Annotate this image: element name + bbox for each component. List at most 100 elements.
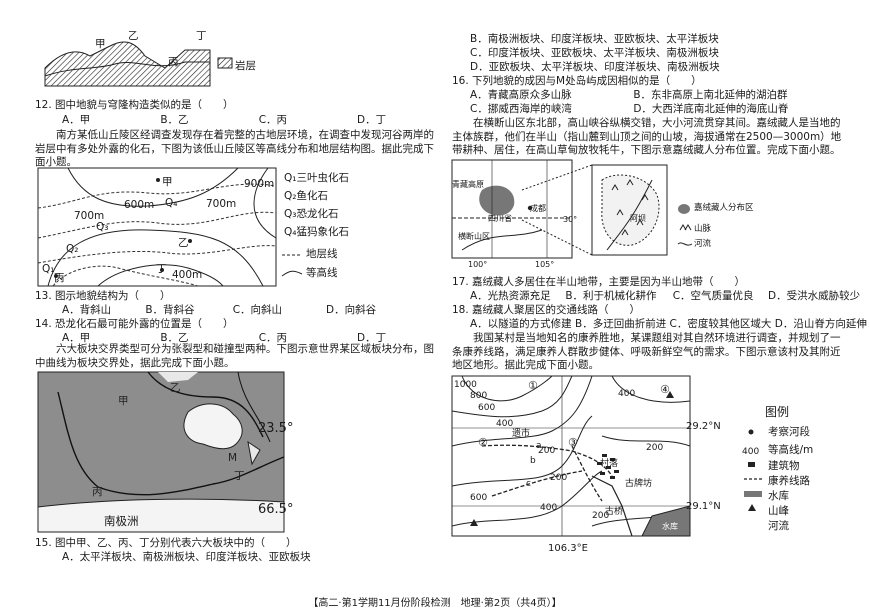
map3-legend-distribution: 嘉绒藏人分布区 (694, 203, 754, 213)
q15-stem: 15. 图中甲、乙、丙、丁分别代表六大板块中的（ ） (35, 537, 297, 549)
map4-contour-1000: 1000 (454, 380, 477, 390)
map3-legend-river: 河流 (694, 239, 712, 249)
map4-contour-400b: 400 (618, 389, 636, 399)
sketch-legend-label: 岩层 (235, 60, 256, 72)
legend4-item-river-section: 考察河段 (768, 426, 810, 438)
sketch-label-jia: 甲 (95, 38, 106, 50)
map3-legend-mountain: 山脉 (694, 224, 712, 234)
plate-map-label-yi: 乙 (170, 382, 181, 394)
q18-stem: 18. 嘉绒藏人聚居区的交通线路（ ） (452, 304, 641, 316)
q16-option-b[interactable]: B．东非高原上南北延伸的湖泊群 (633, 89, 788, 101)
map4-point-4: ④ (660, 383, 670, 396)
passage-2: 六大板块交界类型可分为张裂型和碰撞型两种。下图示意世界某区域板块分布，图中曲线为… (35, 343, 434, 369)
map1-point-q3: Q₃ (96, 221, 109, 233)
q12-option-a[interactable]: A．甲 (62, 114, 91, 126)
q14-option-c[interactable]: C．丙 (258, 332, 288, 344)
legend4-title: 图例 (765, 405, 790, 419)
map4-contour-200a: 200 (538, 446, 556, 456)
q18-options[interactable]: A．以隧道的方式修建 B．多迂回曲折前进 C．密度较其他区域大 D．沿山脊方向延… (470, 318, 867, 330)
legend4-item-contour: 等高线/m (768, 444, 814, 456)
kangyang-map (451, 375, 691, 537)
q16-option-d[interactable]: D．大西洋底南北延伸的海底山脊 (633, 103, 789, 115)
q15-option-c[interactable]: C．印度洋板块、亚欧板块、太平洋板块、南极洲板块 (470, 47, 719, 59)
plate-map-lat-66-5: 66.5° (258, 502, 294, 517)
plate-map-lat-23-5: 23.5° (258, 421, 294, 436)
map4-lat-29-2: 29.2°N (686, 421, 721, 432)
map4-contour-800: 800 (470, 391, 488, 401)
map4-contour-600: 600 (478, 403, 496, 413)
map1-legend-q3: Q₃恐龙化石 (284, 208, 339, 220)
legend4-item-route: 康养线路 (768, 475, 810, 487)
legend4-item-peak: 山峰 (768, 505, 789, 517)
q15-option-d[interactable]: D．亚欧板块、太平洋板块、印度洋板块、南极洲板块 (470, 61, 720, 73)
passage-3: 在横断山区东北部，高山峡谷纵横交错，大小河流贯穿其间。嘉绒藏人是当地的主体族群，… (452, 117, 842, 156)
map4-point-2: ② (478, 436, 488, 449)
map3-label-100: 100° (468, 260, 488, 269)
q12-option-b[interactable]: B．乙 (160, 114, 189, 126)
plate-map-antarctica: 南极洲 (104, 514, 139, 528)
page-footer: 【高二·第1学期11月份阶段检测 地理·第2页（共4页）】 (308, 598, 562, 609)
q14-option-a[interactable]: A．甲 (62, 332, 91, 344)
q14-option-d[interactable]: D．丁 (357, 332, 387, 344)
contour-line-icon (281, 270, 303, 277)
map4-label-a: a (536, 441, 542, 451)
plate-map-label-jia: 甲 (118, 395, 129, 407)
sketch-label-ding: 丁 (196, 30, 207, 42)
map4-label-yishi: 遗市 (512, 429, 531, 439)
q17-option-d[interactable]: D．受洪水威胁较少 (768, 290, 861, 302)
map1-legend-q2: Q₂鱼化石 (284, 190, 328, 202)
q16-options-1: A．青藏高原众多山脉 B．东非高原上南北延伸的湖泊群 (470, 89, 788, 102)
passage-1: 南方某低山丘陵区经调查发现存在着完整的古地层环境，在调查中发现河谷两岸的岩层中有… (35, 129, 434, 168)
q12-option-c[interactable]: C．丙 (258, 114, 288, 126)
q17-option-a[interactable]: A．光热资源充足 (470, 290, 551, 302)
map3-label-qingzang: 青藏高原 (452, 180, 484, 189)
map1-point-q2: Q₂ (66, 243, 79, 255)
q16-option-a[interactable]: A．青藏高原众多山脉 (470, 89, 572, 101)
q13-options: A．背斜山 B．背斜谷 C．向斜山 D．向斜谷 (62, 304, 376, 317)
map1-point-ding: 丁 (156, 263, 167, 275)
q15-option-b[interactable]: B．南极洲板块、印度洋板块、亚欧板块、太平洋板块 (470, 33, 719, 45)
map4-point-3: ③ (568, 436, 578, 449)
q13-option-a[interactable]: A．背斜山 (62, 304, 112, 316)
plate-map (37, 371, 285, 533)
passage-4: 我国某村是当地知名的康养胜地，某课题组对其自然环境进行调查，并规划了一条康养线路… (452, 332, 841, 371)
plate-map-label-ding: 丁 (234, 470, 245, 482)
map1-legend-q1: Q₁三叶虫化石 (284, 172, 349, 184)
legend4-contour-sample: 400 (742, 447, 760, 457)
q15-option-a[interactable]: A．太平洋板块、南极洲板块、印度洋板块、亚欧板块 (62, 551, 311, 563)
q17-options: A．光热资源充足 B．利于机械化耕作 C．空气质量优良 D．受洪水威胁较少 (470, 290, 860, 303)
map4-label-reservoir: 水库 (662, 522, 678, 531)
q17-option-c[interactable]: C．空气质量优良 (672, 290, 754, 302)
map1-point-bing: 丙 (54, 272, 65, 284)
map1-contour-700b: 700m (206, 198, 237, 210)
map1-point-q1: Q₁ (42, 263, 55, 275)
map4-label-paifang: 古牌坊 (625, 479, 653, 489)
q13-option-c[interactable]: C．向斜山 (232, 304, 283, 316)
map4-contour-400c: 400 (540, 503, 558, 513)
map4-label-village: 村落 (600, 459, 619, 469)
q12-option-d[interactable]: D．丁 (357, 114, 387, 126)
q16-option-c[interactable]: C．挪威西海岸的峡湾 (470, 103, 572, 115)
q13-option-b[interactable]: B．背斜谷 (145, 304, 195, 316)
map1-legend-q4: Q₄猛犸象化石 (284, 226, 349, 238)
plate-map-label-bing: 丙 (92, 486, 103, 498)
legend4-item-reservoir: 水库 (768, 490, 789, 502)
map4-contour-400: 400 (496, 419, 514, 429)
q14-stem: 14. 恐龙化石最可能外露的位置是（ ） (35, 318, 234, 330)
q13-stem: 13. 图示地貌结构为（ ） (35, 290, 171, 302)
q17-stem: 17. 嘉绒藏人多居住在半山地带，主要是因为半山地带（ ） (452, 276, 746, 288)
map4-lat-29-1: 29.1°N (686, 501, 721, 512)
map1-legend-stratum: 地层线 (306, 248, 338, 260)
q16-stem: 16. 下列地貌的成因与M处岛屿成因相似的是（ ） (452, 75, 702, 87)
map1-contour-600: 600m (124, 199, 155, 211)
q14-option-b[interactable]: B．乙 (160, 332, 189, 344)
landform-sketch (44, 41, 233, 87)
plate-map-label-m: M (228, 452, 238, 464)
map3-label-aba: 阿坝 (630, 214, 646, 223)
map3-label-hengduan: 横断山区 (458, 232, 490, 241)
legend4-item-river: 河流 (768, 520, 789, 532)
map4-contour-200c: 200 (646, 443, 664, 453)
map4-label-guqiao: 古桥 (605, 507, 624, 517)
q13-option-d[interactable]: D．向斜谷 (326, 304, 377, 316)
q17-option-b[interactable]: B．利于机械化耕作 (565, 290, 657, 302)
